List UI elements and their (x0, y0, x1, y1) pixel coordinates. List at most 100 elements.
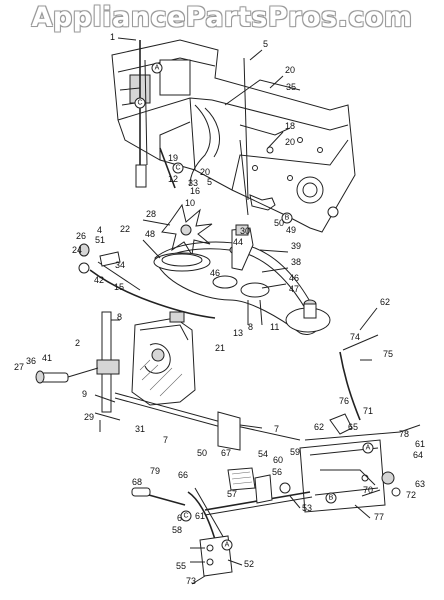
part-label: 12 (168, 174, 178, 184)
marker-letter: C (175, 165, 180, 172)
part-label: 20 (200, 167, 210, 177)
part-label: 74 (350, 332, 360, 342)
part-label: 39 (291, 241, 301, 251)
part-label: 68 (132, 477, 142, 487)
part-label: 13 (233, 328, 243, 338)
marker-letter: A (155, 65, 160, 72)
part-label: 79 (150, 466, 160, 476)
marker-letter: A (366, 445, 371, 452)
part-label: 2 (75, 338, 80, 348)
circle-marker: B (325, 492, 337, 504)
part-label: 4 (97, 225, 102, 235)
part-label: 75 (383, 349, 393, 359)
frame-assembly (111, 39, 356, 233)
part-label: 46 (210, 268, 220, 278)
part-label: 28 (146, 209, 156, 219)
part-label: 46 (289, 273, 299, 283)
part-label: 29 (84, 412, 94, 422)
part-label: 77 (374, 512, 384, 522)
part-label: 5 (207, 177, 212, 187)
part-label: 22 (120, 224, 130, 234)
part-label: 49 (286, 225, 296, 235)
marker-letter: C (183, 513, 188, 520)
part-label: 20 (285, 65, 295, 75)
part-label: 50 (197, 448, 207, 458)
circle-markers: A C C B A B C A (134, 62, 374, 551)
part-label: 20 (285, 137, 295, 147)
marker-letter: B (285, 215, 290, 222)
part-label: 19 (168, 153, 178, 163)
part-label: 70 (363, 485, 373, 495)
part-label: 15 (114, 282, 124, 292)
part-label: 58 (172, 525, 182, 535)
part-label: 51 (95, 235, 105, 245)
part-label: 76 (339, 396, 349, 406)
part-label: 8 (248, 322, 253, 332)
part-label: 38 (291, 257, 301, 267)
circle-marker: C (134, 97, 146, 109)
marker-circle (221, 539, 233, 551)
part-label: 73 (186, 576, 196, 586)
part-label: 48 (145, 229, 155, 239)
marker-circle (325, 492, 337, 504)
part-label: 8 (117, 312, 122, 322)
part-label: 57 (227, 489, 237, 499)
circle-marker: C (172, 162, 184, 174)
watermark: AppliancePartsPros.com (31, 2, 413, 33)
part-label: 62 (380, 297, 390, 307)
part-label: 65 (348, 422, 358, 432)
part-label: 61 (195, 511, 205, 521)
circle-marker: A (151, 62, 163, 74)
part-label: 10 (185, 198, 195, 208)
circle-marker: B (281, 212, 293, 224)
part-label: 26 (76, 231, 86, 241)
part-label: 24 (72, 245, 82, 255)
part-label: 55 (176, 561, 186, 571)
part-label: 36 (26, 356, 36, 366)
part-label: 50 (274, 218, 284, 228)
circle-marker: A (362, 442, 374, 454)
part-label: 18 (285, 121, 295, 131)
pulley-assembly (153, 203, 331, 335)
part-label: 9 (82, 389, 87, 399)
marker-letter: B (329, 495, 334, 502)
leader-lines (117, 37, 381, 566)
marker-circle (172, 162, 184, 174)
part-label: 66 (178, 470, 188, 480)
marker-letter: A (225, 542, 230, 549)
transmission-assembly (35, 243, 301, 451)
part-label: 16 (190, 186, 200, 196)
part-label: 31 (135, 424, 145, 434)
part-label: 44 (233, 237, 243, 247)
marker-circle (281, 212, 293, 224)
part-label: 52 (244, 559, 254, 569)
marker-circle (151, 62, 163, 74)
part-label: 7 (274, 424, 279, 434)
part-label: 67 (221, 448, 231, 458)
part-label: 72 (406, 490, 416, 500)
marker-circle (362, 442, 374, 454)
marker-circle (134, 97, 146, 109)
part-label: 78 (399, 429, 409, 439)
part-label: 27 (14, 362, 24, 372)
part-label: 47 (289, 284, 299, 294)
part-label: 42 (94, 275, 104, 285)
part-label: 63 (415, 479, 425, 489)
part-label: 30 (240, 226, 250, 236)
part-label: 35 (286, 82, 296, 92)
part-label: 64 (413, 450, 423, 460)
marker-circle (180, 510, 192, 522)
part-label: 33 (188, 178, 198, 188)
part-label: 59 (290, 447, 300, 457)
part-label: 56 (272, 467, 282, 477)
marker-letter: C (137, 100, 142, 107)
part-label: 11 (270, 322, 279, 332)
circle-marker: C (180, 510, 192, 522)
part-label: 71 (363, 406, 373, 416)
part-label: 1 (110, 32, 115, 42)
part-label: 53 (302, 503, 312, 513)
circle-marker: A (221, 539, 233, 551)
pedal-assembly-front (131, 467, 313, 585)
